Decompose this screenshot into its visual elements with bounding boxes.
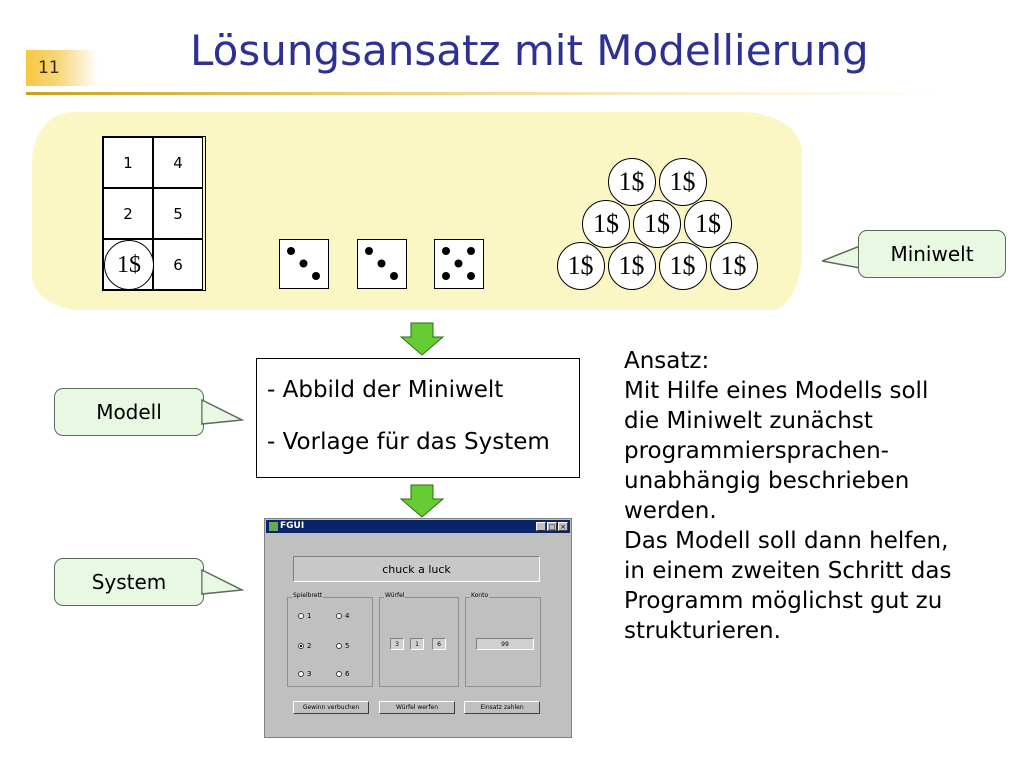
die-value: 6 (432, 638, 446, 650)
board-cell: 6 (153, 239, 203, 290)
model-line: - Vorlage für das System (267, 429, 550, 455)
einsatz-zahlen-button: Einsatz zahlen (464, 701, 540, 714)
slide-number: 11 (38, 58, 60, 78)
die-three-icon (279, 239, 329, 289)
text-line: in einem zweiten Schritt das (624, 558, 952, 584)
text-line: Das Modell soll dann helfen, (624, 528, 949, 554)
konto-group: Konto 99 (465, 592, 541, 687)
coin: 1$ (684, 200, 732, 248)
coin: 1$ (633, 200, 681, 248)
explanation-text: Ansatz: Mit Hilfe eines Modells soll die… (624, 346, 1004, 646)
die-value: 3 (390, 638, 404, 650)
die-five-icon (434, 239, 484, 289)
die-value: 1 (410, 638, 424, 650)
text-line: die Miniwelt zunächst (624, 408, 873, 434)
slide-number-badge: 11 (26, 50, 98, 86)
wuerfel-group: Würfel 3 1 6 (379, 592, 459, 687)
die-three-icon (357, 239, 407, 289)
radio-option: 6 (336, 670, 349, 678)
board-cell: 2 (103, 188, 153, 239)
coin: 1$ (607, 158, 656, 206)
board-coin: 1$ (104, 240, 154, 290)
model-box: - Abbild der Miniwelt - Vorlage für das … (256, 358, 580, 478)
slide-title: Lösungsansatz mit Modellierung (190, 26, 869, 75)
text-line: strukturieren. (624, 618, 781, 644)
konto-value: 99 (476, 638, 534, 650)
radio-option: 5 (336, 642, 349, 650)
app-banner: chuck a luck (293, 556, 540, 582)
miniwelt-label: Miniwelt (858, 230, 1006, 278)
system-label: System (54, 558, 204, 606)
wuerfel-werfen-button: Würfel werfen (379, 701, 455, 714)
gewinn-verbuchen-button: Gewinn verbuchen (293, 701, 369, 714)
board-cell: 5 (153, 188, 203, 239)
group-label: Würfel (384, 592, 406, 599)
window-title: FGUI (280, 521, 305, 531)
spielbrett-group: Spielbrett 1 4 2 5 3 6 (287, 592, 373, 687)
arrow-down-icon (400, 322, 444, 356)
coin: 1$ (709, 242, 758, 290)
coin: 1$ (556, 242, 605, 290)
text-line: unabhängig beschrieben (624, 468, 910, 494)
model-line: - Abbild der Miniwelt (267, 377, 504, 403)
window-titlebar: FGUI _ □ × (266, 520, 570, 533)
modell-label: Modell (54, 388, 204, 436)
coin: 1$ (658, 242, 707, 290)
board-cell: 1 (103, 137, 153, 188)
callout-pointer (201, 398, 244, 425)
title-divider (26, 92, 946, 95)
coin: 1$ (607, 242, 656, 290)
coin: 1$ (658, 158, 707, 206)
text-line: Programm möglichst gut zu (624, 588, 943, 614)
radio-option: 4 (336, 612, 349, 620)
radio-option: 1 (298, 612, 311, 620)
text-line: programmiersprachen- (624, 438, 889, 464)
app-icon (269, 522, 278, 531)
text-line: Ansatz: (624, 348, 710, 374)
close-icon: × (558, 522, 568, 531)
callout-pointer (201, 568, 244, 595)
group-label: Konto (470, 592, 490, 599)
radio-option-selected: 2 (298, 642, 311, 650)
text-line: Mit Hilfe eines Modells soll (624, 378, 929, 404)
board-cell: 4 (153, 137, 203, 188)
radio-option: 3 (298, 670, 311, 678)
coin: 1$ (582, 200, 630, 248)
arrow-down-icon (400, 484, 444, 518)
minimize-icon: _ (536, 522, 546, 531)
group-label: Spielbrett (292, 592, 324, 599)
app-window-screenshot: FGUI _ □ × chuck a luck Spielbrett 1 4 2… (264, 518, 572, 738)
maximize-icon: □ (547, 522, 557, 531)
text-line: werden. (624, 498, 717, 524)
